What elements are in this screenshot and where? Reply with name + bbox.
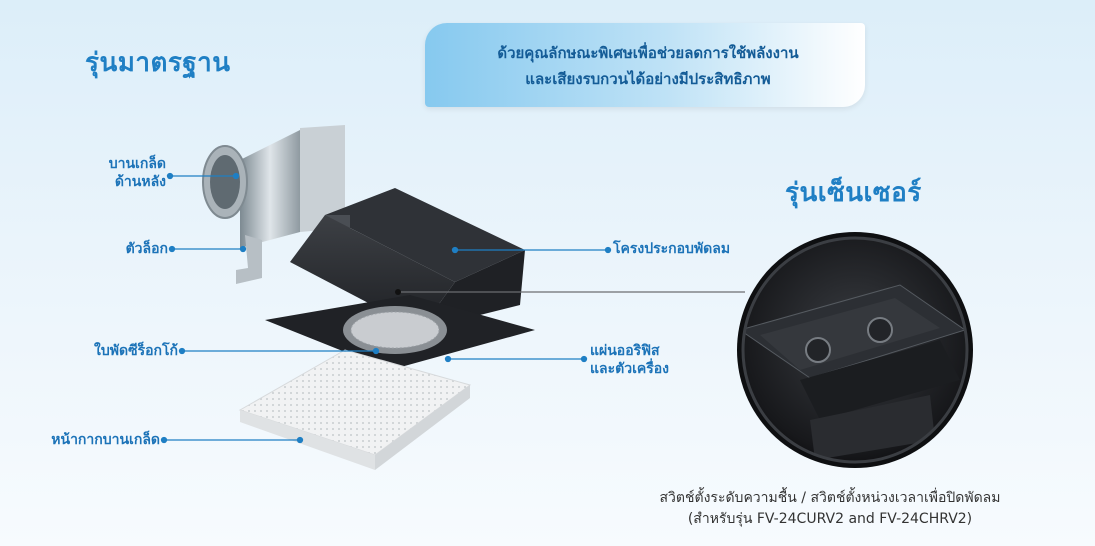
fan-frame-part	[265, 188, 535, 370]
label-fan-frame: โครงประกอบพัดลม	[613, 241, 731, 257]
label-orifice: แผ่นออริฟิส และตัวเครื่อง	[590, 342, 669, 378]
label-rear-shutter-line-2: ด้านหลัง	[114, 174, 166, 190]
label-lock: ตัวล็อก	[125, 241, 168, 257]
rear-shutter-part	[202, 125, 345, 284]
label-rear-shutter-line-1: บานเกล็ด	[108, 156, 166, 172]
callout-line-1: ด้วยคุณลักษณะพิเศษเพื่อช่วยลดการใช้พลังง…	[497, 44, 799, 62]
label-orifice-line-2: และตัวเครื่อง	[590, 361, 669, 377]
sensor-model-title: รุ่นเซ็นเซอร์	[785, 178, 922, 208]
caption-line-1: สวิตช์ตั้งระดับความชื้น / สวิตช์ตั้งหน่ว…	[659, 490, 1001, 506]
callout-line-2: และเสียงรบกวนได้อย่างมีประสิทธิภาพ	[525, 70, 771, 88]
leader-lines	[160, 172, 612, 444]
caption-line-2: (สำหรับรุ่น FV-24CURV2 and FV-24CHRV2)	[687, 511, 973, 527]
sensor-zoom-lens	[737, 232, 973, 468]
label-sirocco-blade: ใบพัดซีร็อกโก้	[94, 343, 178, 359]
standard-model-title: รุ่นมาตรฐาน	[85, 48, 231, 78]
feature-callout: ด้วยคุณลักษณะพิเศษเพื่อช่วยลดการใช้พลังง…	[425, 23, 865, 107]
label-orifice-line-1: แผ่นออริฟิส	[590, 343, 660, 359]
grille-part	[238, 349, 472, 470]
label-grille: หน้ากากบานเกล็ด	[51, 432, 160, 448]
sensor-caption: สวิตช์ตั้งระดับความชื้น / สวิตช์ตั้งหน่ว…	[600, 488, 1060, 530]
label-rear-shutter: บานเกล็ด ด้านหลัง	[92, 155, 166, 191]
